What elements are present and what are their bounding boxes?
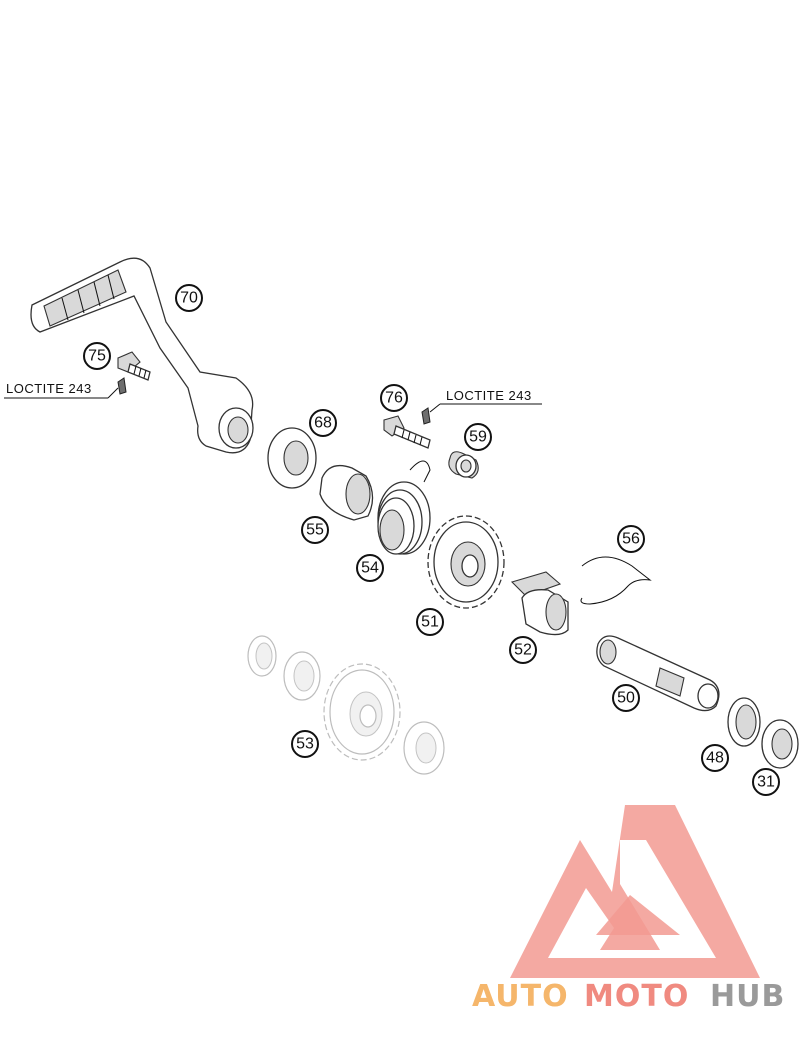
spring-54-part: [377, 460, 431, 555]
ghost-washer-2-part: [403, 721, 445, 775]
callout-56-label: 56: [622, 531, 640, 548]
callout-59: 59: [464, 423, 492, 451]
callout-53-label: 53: [296, 736, 314, 753]
clip-56-part: [580, 556, 652, 605]
gear-51-part: [427, 515, 505, 609]
kickstart-lever-part: [30, 257, 254, 454]
callout-48-label: 48: [706, 750, 724, 767]
callout-50: 50: [612, 684, 640, 712]
snap-ring-48-part: [727, 697, 761, 747]
ghost-washer-part: [283, 651, 321, 701]
callout-70: 70: [175, 284, 203, 312]
bushing-59-part: [448, 451, 479, 479]
callout-54: 54: [356, 554, 384, 582]
ghost-ring-part: [247, 635, 277, 677]
callout-50-label: 50: [617, 690, 635, 707]
shaft-50-part: [596, 635, 720, 712]
loctite-note-left-text: LOCTITE 243: [6, 381, 92, 396]
bolt-75-part: [117, 351, 151, 395]
callout-68: 68: [309, 409, 337, 437]
callout-70-label: 70: [180, 290, 198, 307]
ratchet-52-part: [510, 571, 569, 636]
callout-68-label: 68: [314, 415, 332, 432]
callout-48: 48: [701, 744, 729, 772]
callout-51-label: 51: [421, 614, 439, 631]
loctite-note-right: LOCTITE 243: [429, 388, 542, 413]
callout-51: 51: [416, 608, 444, 636]
callout-55-label: 55: [306, 522, 324, 539]
logo-inner-icon: [596, 895, 680, 935]
callout-53: 53: [291, 730, 319, 758]
callout-75: 75: [83, 342, 111, 370]
callout-76-label: 76: [385, 390, 403, 407]
bolt-76-part: [383, 407, 431, 449]
ring-68-part: [267, 427, 317, 489]
sleeve-55-part: [319, 464, 374, 521]
callout-31: 31: [752, 768, 780, 796]
brand-auto-word: AUTO: [472, 979, 569, 1014]
watermark-logo: AUTO MOTO HUB: [472, 805, 785, 1014]
callout-56: 56: [617, 525, 645, 553]
callout-54-label: 54: [361, 560, 379, 577]
loctite-note-right-text: LOCTITE 243: [446, 388, 532, 403]
callout-55: 55: [301, 516, 329, 544]
callout-76: 76: [380, 384, 408, 412]
callout-59-label: 59: [469, 429, 487, 446]
callout-75-label: 75: [88, 348, 106, 365]
callout-52: 52: [509, 636, 537, 664]
brand-moto-word: MOTO: [584, 979, 689, 1014]
callout-31-label: 31: [757, 774, 775, 791]
loctite-note-left: LOCTITE 243: [4, 381, 119, 399]
brand-hub-word: HUB: [710, 979, 785, 1014]
gear-53-part: [323, 663, 401, 761]
callout-52-label: 52: [514, 642, 532, 659]
washer-31-part: [761, 719, 799, 769]
